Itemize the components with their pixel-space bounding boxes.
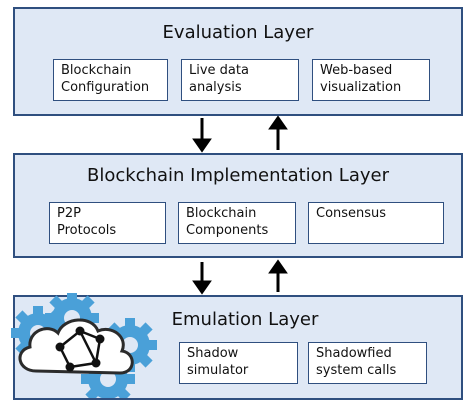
implementation-layer: Blockchain Implementation Layer P2P Prot… <box>13 153 463 258</box>
live-data-analysis-box: Live data analysis <box>181 59 299 101</box>
web-based-visualization-box: Web-based visualization <box>312 59 430 101</box>
emulation-layer-title: Emulation Layer <box>171 309 319 330</box>
implementation-layer-title: Blockchain Implementation Layer <box>87 165 389 186</box>
arrow-down-2-head <box>192 280 212 295</box>
gear-cloud-network-icon <box>11 293 157 398</box>
blockchain-configuration-box: Blockchain Configuration <box>53 59 168 101</box>
cloud-shape <box>18 318 134 375</box>
blockchain-components-box: Blockchain Components <box>178 202 296 244</box>
shadow-simulator-box: Shadow simulator <box>179 342 298 384</box>
p2p-protocols-box: P2P Protocols <box>49 202 166 244</box>
arrow-up-2-head <box>268 259 288 274</box>
arrow-down-1-head <box>192 138 212 153</box>
shadowfied-system-calls-box: Shadowfied system calls <box>308 342 427 384</box>
evaluation-layer-title: Evaluation Layer <box>162 22 314 43</box>
consensus-box: Consensus <box>308 202 444 244</box>
arrow-up-1-head <box>268 115 288 130</box>
evaluation-layer: Evaluation Layer Blockchain Configuratio… <box>13 7 463 116</box>
